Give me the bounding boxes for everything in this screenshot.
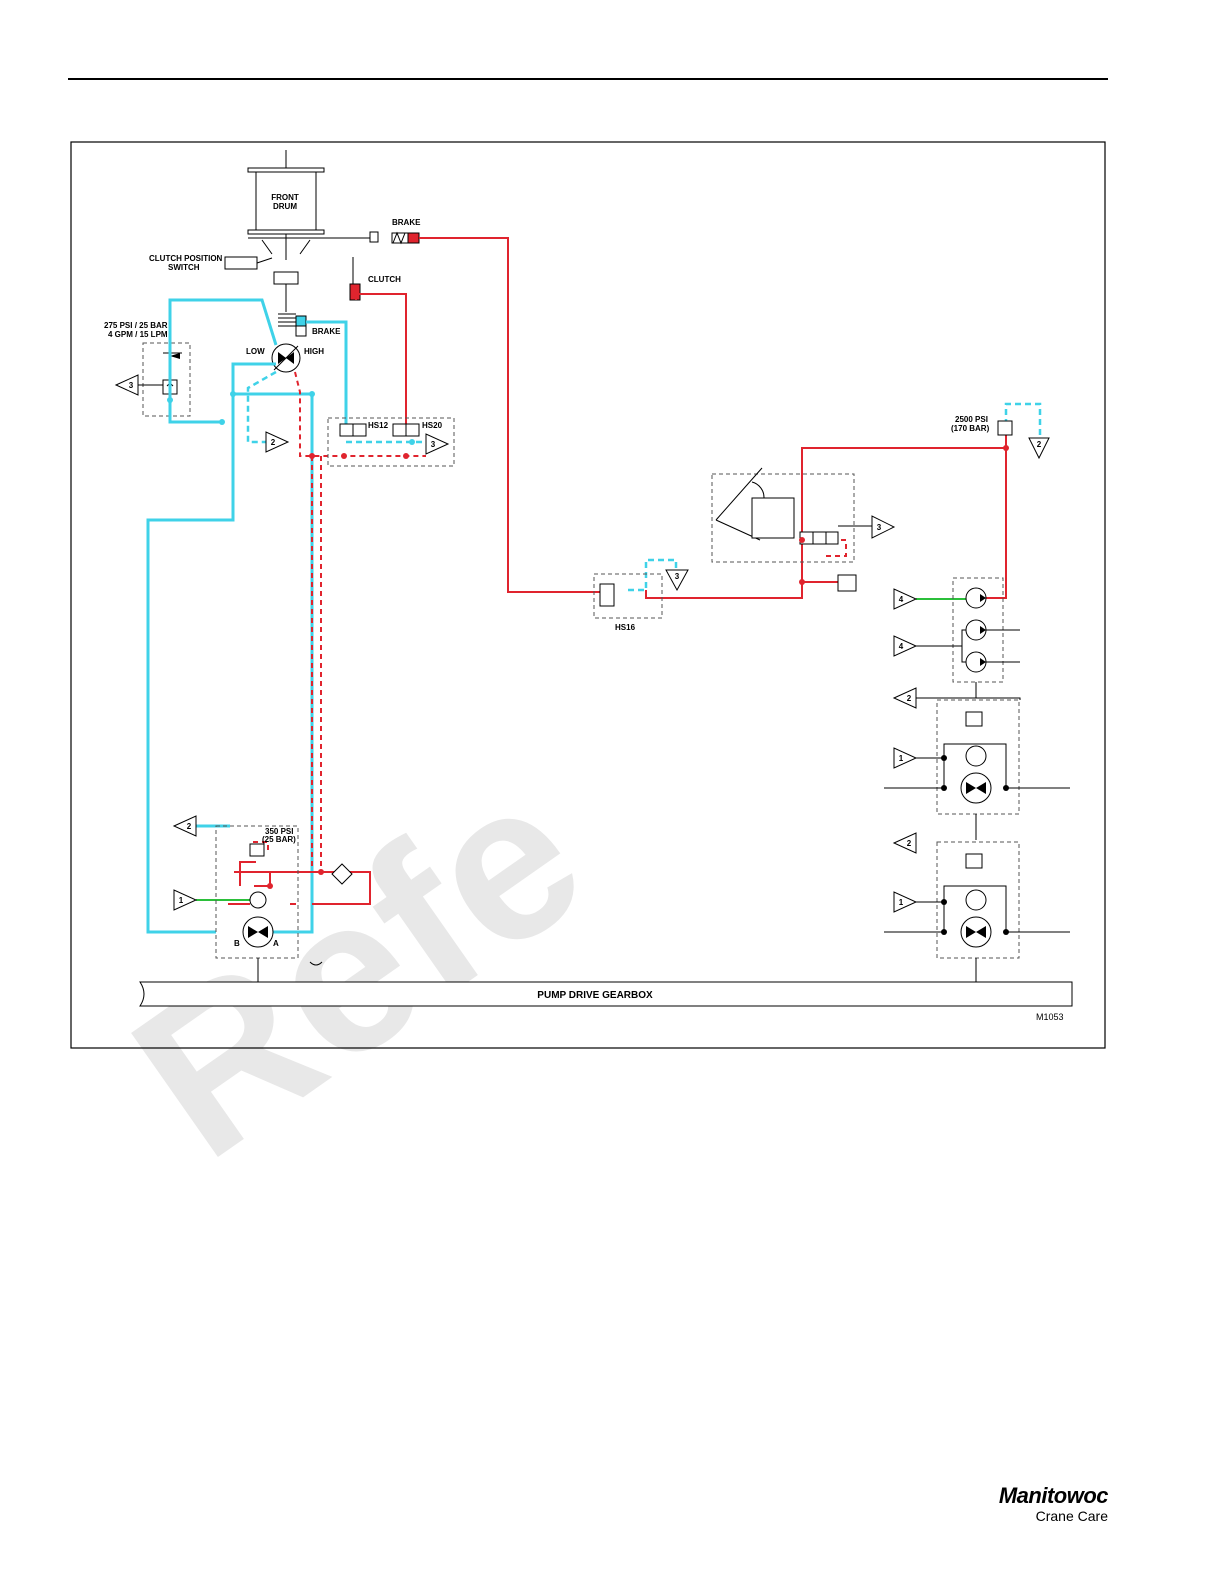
clutch-switch-label-1: CLUTCH POSITION xyxy=(149,254,223,263)
connector-1-left: 1 xyxy=(174,890,196,910)
svg-text:1: 1 xyxy=(899,754,904,763)
clutch-label: CLUTCH xyxy=(368,275,401,284)
svg-text:2: 2 xyxy=(187,822,192,831)
connector-4-a: 4 xyxy=(894,589,916,609)
clutch-switch-label-2: SWITCH xyxy=(168,263,200,272)
connector-2-right-top: 2 xyxy=(1029,438,1049,458)
svg-text:2: 2 xyxy=(907,839,912,848)
logo-brand: Manitowoc xyxy=(999,1484,1108,1508)
connector-2-mid: 2 xyxy=(266,432,288,452)
figure-id: M1053 xyxy=(1036,1012,1064,1022)
pump-drive-gearbox: PUMP DRIVE GEARBOX xyxy=(140,982,1072,1006)
svg-text:3: 3 xyxy=(431,440,436,449)
brake-mid-label: BRAKE xyxy=(312,327,341,336)
relief-275-block: 275 PSI / 25 BAR 4 GPM / 15 LPM xyxy=(104,321,190,416)
connector-4-b: 4 xyxy=(894,636,916,656)
relief-275-label-1: 275 PSI / 25 BAR xyxy=(104,321,168,330)
high-label: HIGH xyxy=(304,347,324,356)
right-pump-unit-2 xyxy=(884,842,1070,982)
hs16-label: HS16 xyxy=(615,623,636,632)
connector-2-r2: 2 xyxy=(894,833,916,853)
relief-275-label-2: 4 GPM / 15 LPM xyxy=(108,330,168,339)
motor-brake: BRAKE xyxy=(278,314,341,336)
connector-1-r2: 1 xyxy=(894,892,916,912)
connector-1-r1: 1 xyxy=(894,748,916,768)
brake-top-label: BRAKE xyxy=(392,218,421,227)
svg-text:2: 2 xyxy=(907,694,912,703)
connector-2-r1: 2 xyxy=(894,688,916,708)
port-b-label: B xyxy=(234,939,240,948)
diagram-frame xyxy=(71,142,1105,1048)
connector-3-left: 3 xyxy=(116,375,163,395)
front-drum-label-2: DRUM xyxy=(273,202,297,211)
gearbox-label: PUMP DRIVE GEARBOX xyxy=(537,990,653,1001)
hs12-label: HS12 xyxy=(368,421,389,430)
right-pump-stack xyxy=(916,578,1020,700)
svg-text:2: 2 xyxy=(271,438,276,447)
svg-text:2: 2 xyxy=(1037,440,1042,449)
front-drum: FRONT DRUM xyxy=(248,150,374,260)
svg-text:1: 1 xyxy=(179,896,184,905)
manitowoc-crane-care-logo: Manitowoc Crane Care xyxy=(999,1484,1108,1524)
svg-text:1: 1 xyxy=(899,898,904,907)
connector-3-right: 3 xyxy=(872,516,894,538)
low-label: LOW xyxy=(246,347,265,356)
front-drum-label-1: FRONT xyxy=(271,193,299,202)
pawl-assembly xyxy=(712,468,872,591)
drum-brake: BRAKE xyxy=(370,218,421,243)
relief-350-label-2: (25 BAR) xyxy=(262,835,296,844)
junction-dots xyxy=(167,391,1009,935)
hs16-valve: HS16 xyxy=(594,574,662,632)
right-pump-unit-1 xyxy=(884,700,1070,840)
connector-3-hs16: 3 xyxy=(666,570,688,590)
connector-2-left: 2 xyxy=(174,816,196,836)
relief-2500-label-1: 2500 PSI xyxy=(955,415,988,424)
two-speed-motor: LOW HIGH xyxy=(246,344,324,372)
hs20-label: HS20 xyxy=(422,421,443,430)
port-a-label: A xyxy=(273,939,279,948)
relief-2500: 2500 PSI (170 BAR) xyxy=(951,415,1012,435)
relief-2500-label-2: (170 BAR) xyxy=(951,424,990,433)
svg-text:4: 4 xyxy=(899,595,904,604)
svg-text:4: 4 xyxy=(899,642,904,651)
svg-text:3: 3 xyxy=(877,523,882,532)
svg-text:3: 3 xyxy=(675,572,680,581)
logo-sub: Crane Care xyxy=(999,1508,1108,1524)
svg-text:3: 3 xyxy=(129,381,134,390)
connector-3-hs20: 3 xyxy=(426,434,448,454)
